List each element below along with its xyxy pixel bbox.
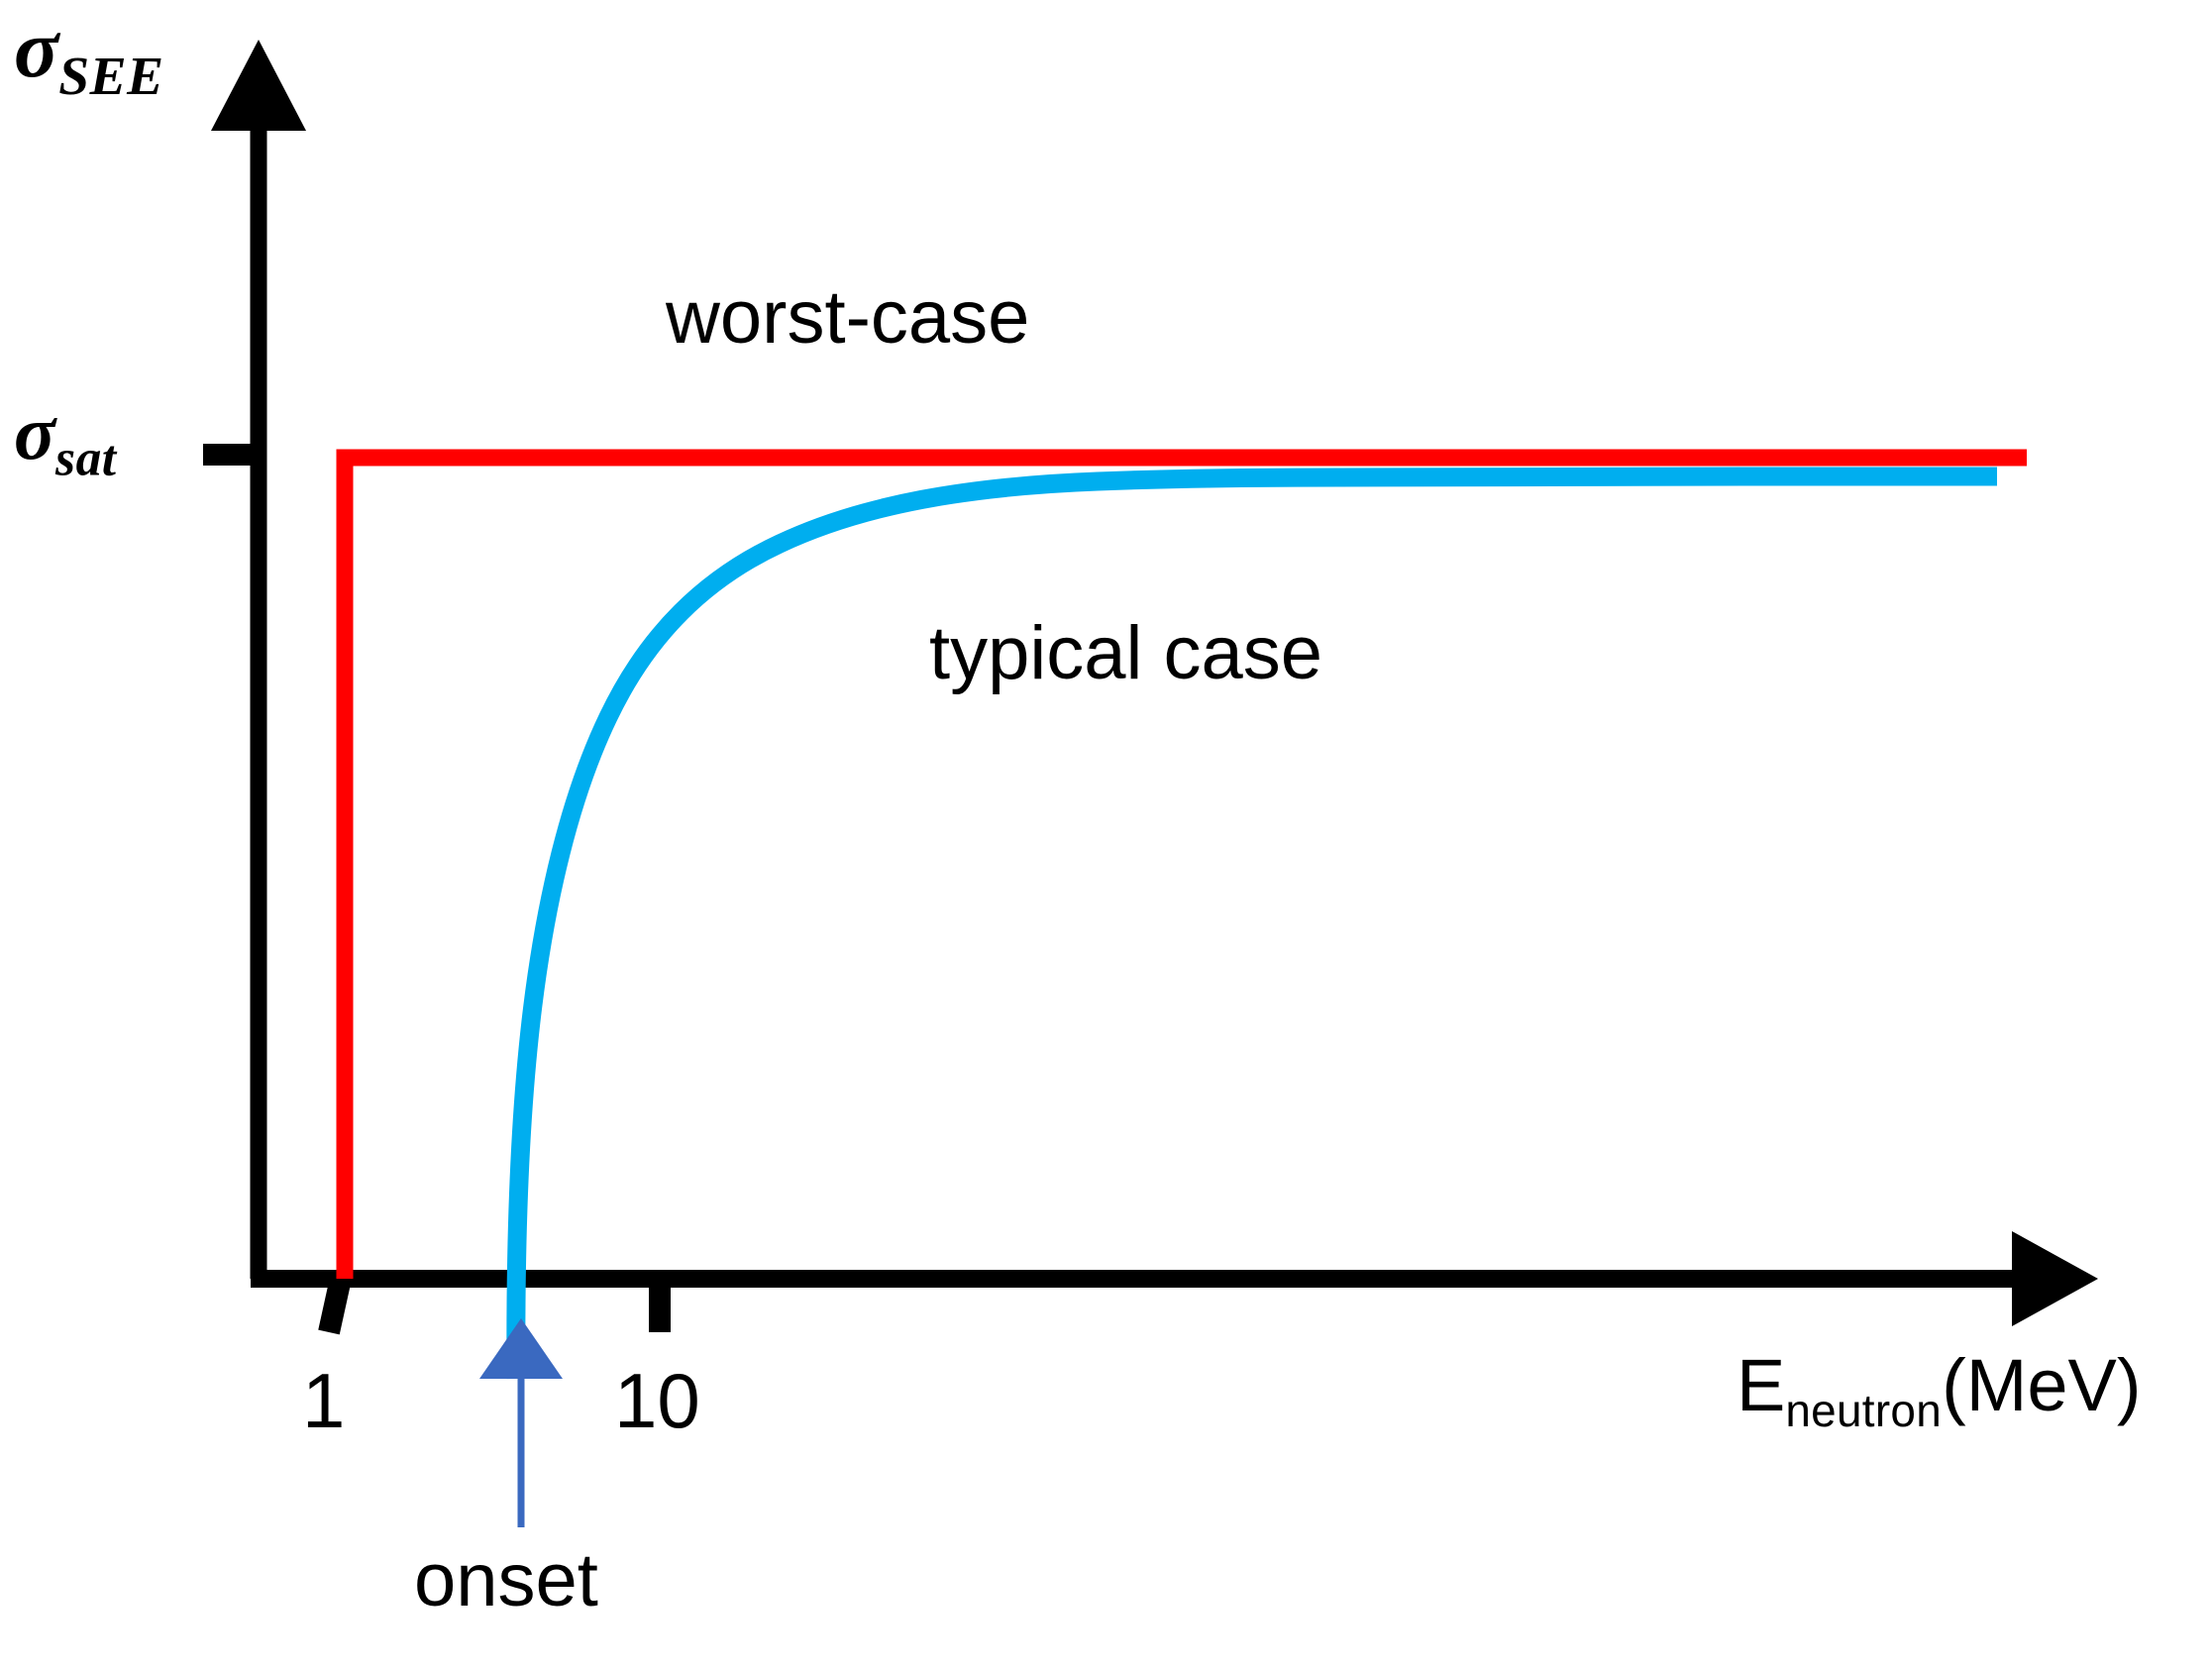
x-axis-arrowhead-icon [2012, 1231, 2098, 1326]
series-typical-case [506, 375, 1997, 1380]
y-axis-arrowhead-icon [211, 40, 306, 131]
y-axis [211, 40, 306, 1279]
x-axis-title-unit: (MeV) [1942, 1344, 2142, 1426]
x-axis-title: Eneutron(MeV) [1737, 1349, 2142, 1434]
typical-case-path-hidden [515, 375, 1997, 1279]
onset-arrowhead-icon [479, 1318, 563, 1379]
y-tick-label-sigma-sat: σsat [14, 394, 117, 484]
typical-case-line [506, 467, 1997, 1380]
series-worst-case [336, 449, 2027, 1279]
x-tick-label-1: 1 [302, 1357, 346, 1444]
y-axis-title-symbol: σ [14, 3, 59, 95]
annotation-typical-case: typical case [929, 611, 1323, 695]
x-axis-title-main: E [1737, 1344, 1786, 1426]
y-tick-label-subscript: sat [55, 430, 117, 487]
onset-arrow [479, 1318, 563, 1527]
annotation-onset: onset [414, 1538, 598, 1622]
x-axis [251, 1231, 2098, 1326]
x-axis-title-subscript: neutron [1785, 1384, 1943, 1436]
x-tick-mark-1 [318, 1280, 351, 1335]
typical-case-scrap2 [515, 392, 1065, 1279]
worst-case-line [336, 449, 2027, 1279]
y-tick-label-symbol: σ [14, 389, 56, 475]
y-axis-title-subscript: SEE [58, 45, 164, 106]
y-axis-title: σSEE [14, 8, 164, 106]
annotation-worst-case: worst-case [666, 275, 1030, 360]
x-tick-label-10: 10 [614, 1357, 700, 1444]
x-tick-1 [318, 1280, 351, 1335]
